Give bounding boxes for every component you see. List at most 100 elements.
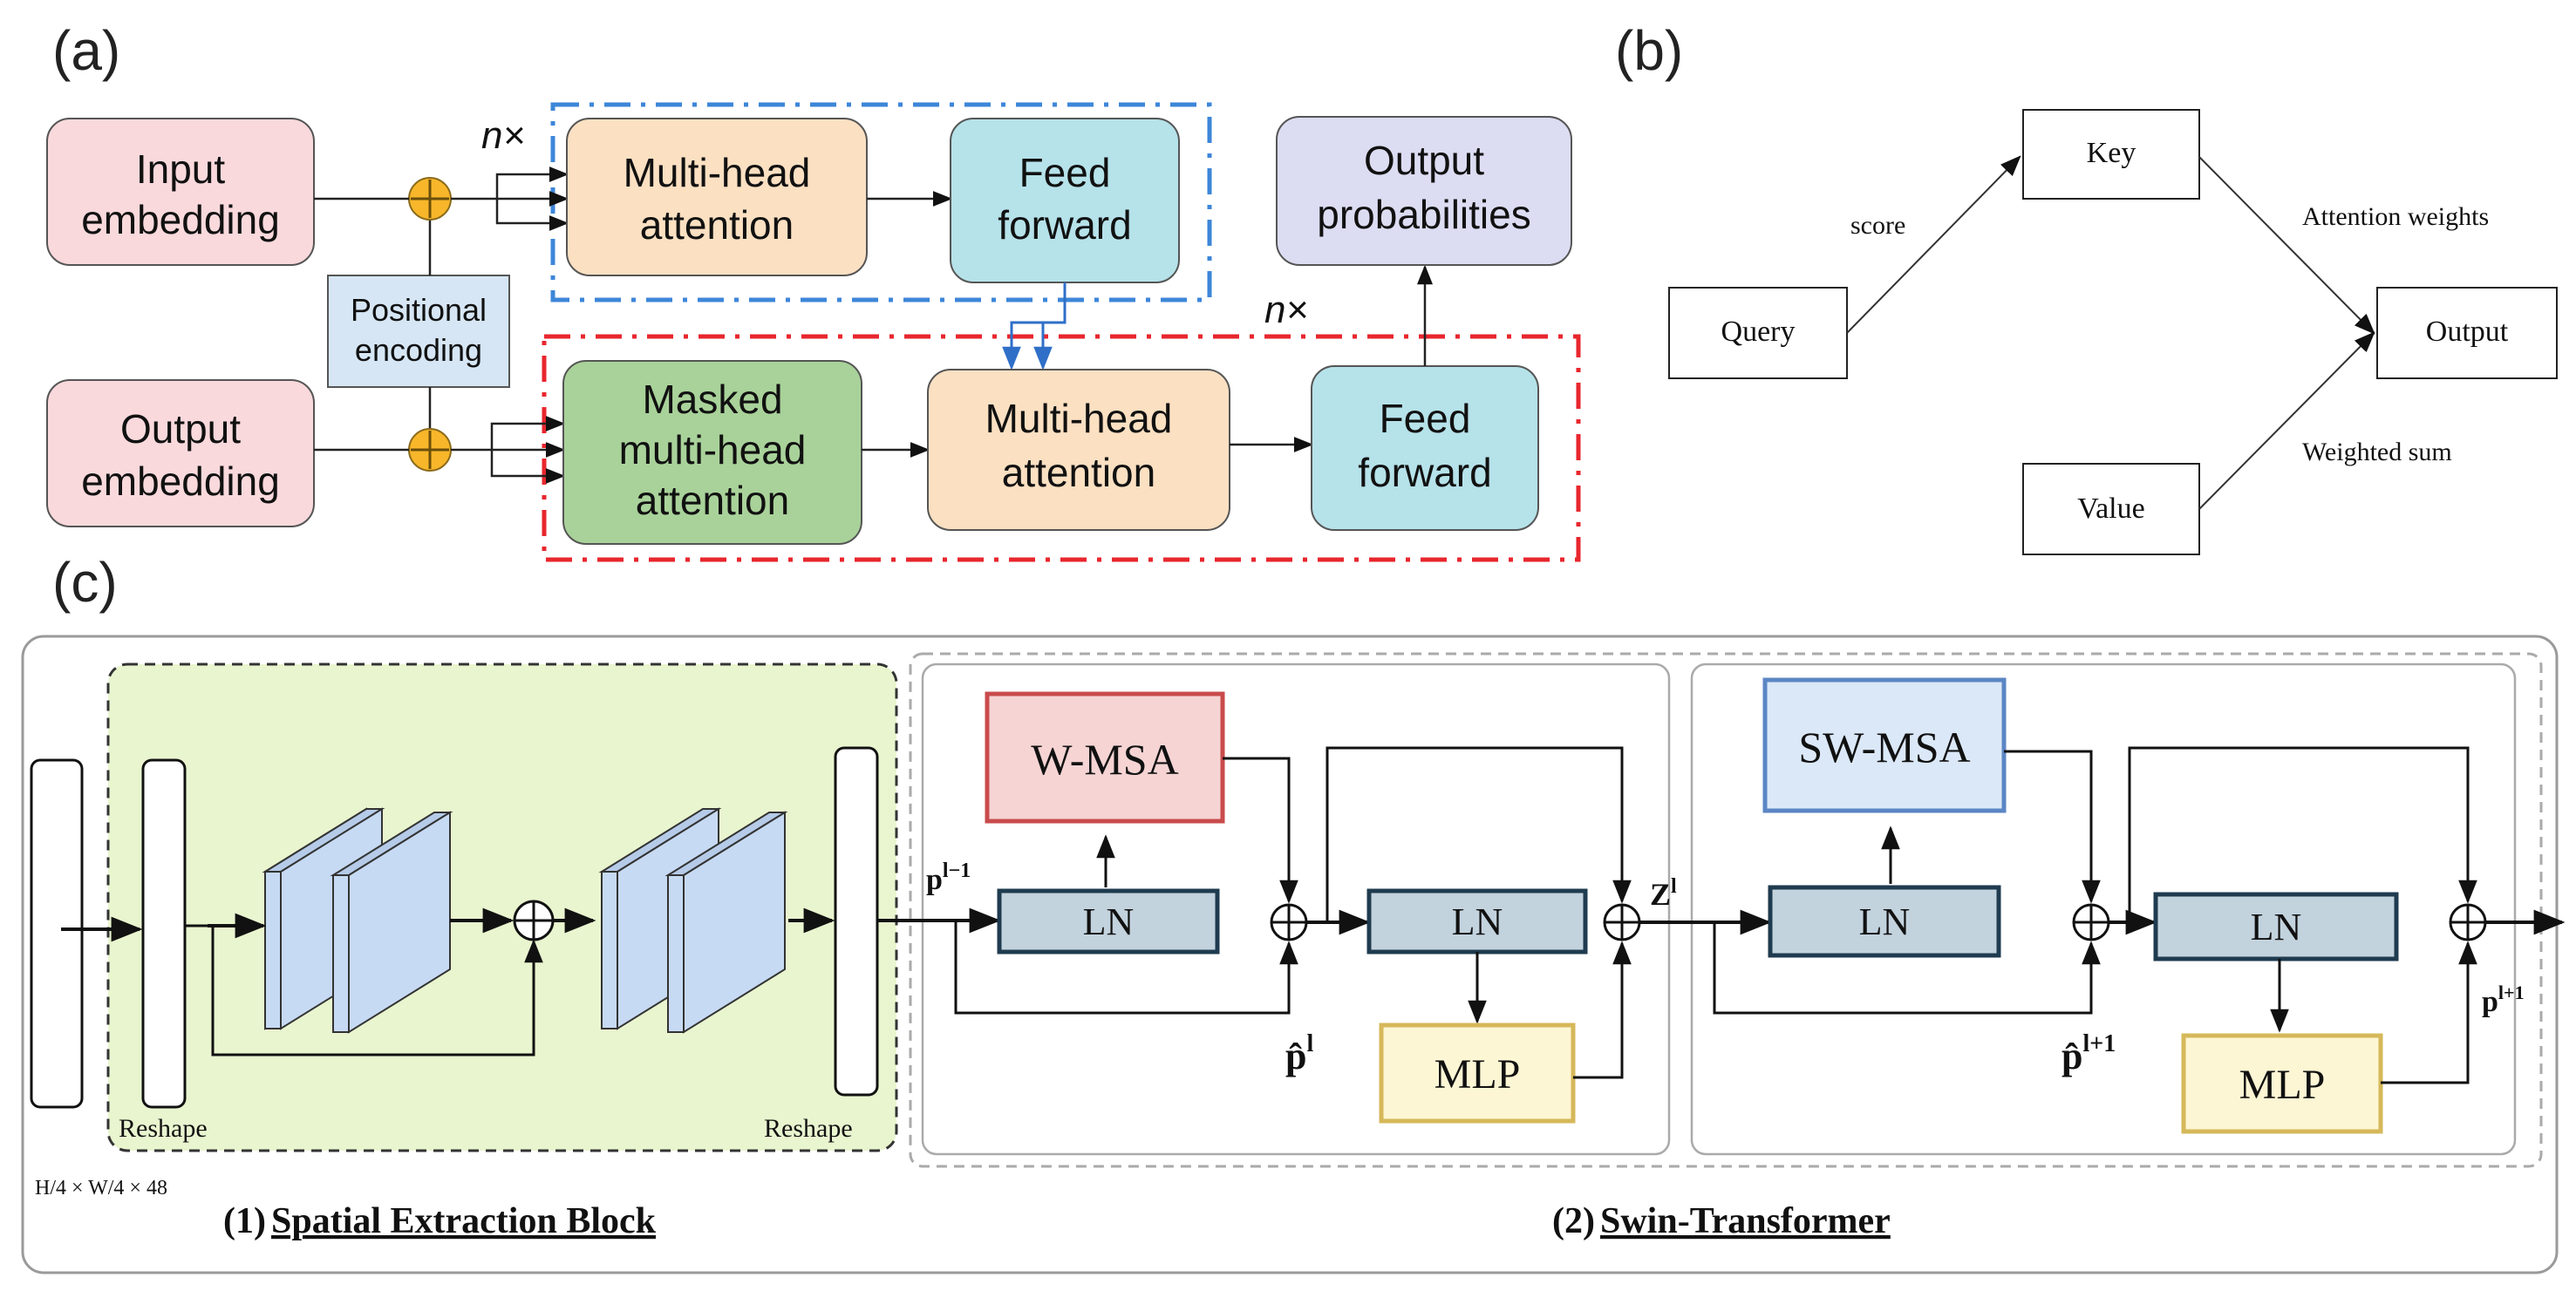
adder-top-icon	[408, 177, 452, 221]
caption-2-number: (2)	[1552, 1201, 1595, 1241]
mlp-label-1: MLP	[1435, 1051, 1521, 1097]
residual-adder-2-icon	[1603, 903, 1641, 941]
ln-box-1: LN	[997, 888, 1220, 955]
positional-encoding-line1: Positional	[351, 292, 487, 328]
output-box: Output	[2376, 287, 2558, 379]
panel-a-label: (a)	[52, 19, 120, 82]
adder-bottom-icon	[408, 428, 452, 472]
decoder-ff-line2: forward	[1358, 450, 1491, 495]
svg-text:(1)Spatial Extraction Block: (1)Spatial Extraction Block	[223, 1201, 657, 1241]
reshape-right-label: Reshape	[764, 1114, 853, 1143]
residual-adder-icon	[513, 900, 555, 941]
decoder-frame	[542, 334, 1581, 562]
key-box: Key	[2022, 109, 2200, 200]
svg-text:p̂l: p̂l	[1285, 1030, 1313, 1077]
decoder-ff-line1: Feed	[1380, 396, 1471, 441]
mlp-box-2: MLP	[2181, 1033, 2383, 1134]
encoder-repeat-label: n×	[481, 114, 525, 157]
svg-text:p̂l+1: p̂l+1	[2061, 1030, 2116, 1077]
ln-box-4: LN	[2153, 892, 2399, 961]
output-probabilities-line2: probabilities	[1317, 192, 1530, 237]
ln-label-3: LN	[1859, 900, 1911, 943]
masked-attention-box: Masked multi-head attention	[562, 360, 862, 545]
p-l1-sup: l+1	[2498, 982, 2525, 1003]
encoder-attention-line1: Multi-head	[624, 150, 811, 195]
conv-layer-2b	[664, 811, 788, 1034]
score-label: score	[1850, 211, 1905, 240]
w-msa-label: W-MSA	[1031, 735, 1178, 784]
input-embedding-box: Input embedding	[46, 118, 315, 266]
svg-text:Zl: Zl	[1650, 875, 1677, 912]
reshape-bar-right	[834, 746, 879, 1097]
p-hat-l-sup: l	[1306, 1030, 1313, 1057]
weighted-sum-label: Weighted sum	[2302, 438, 2452, 466]
encoder-ff-line2: forward	[998, 202, 1131, 248]
residual-adder-1-icon	[1270, 903, 1308, 941]
panel-b: (b) Query Key Value Output score Attenti…	[1615, 19, 2558, 555]
p-hat-l-label: p̂	[1285, 1035, 1306, 1077]
sw-msa-label: SW-MSA	[1798, 723, 1970, 771]
decoder-attention-line2: attention	[1002, 450, 1155, 495]
svg-text:pl−1: pl−1	[926, 860, 971, 896]
input-bar	[30, 758, 84, 1109]
p-l1-label: p	[2482, 986, 2498, 1018]
mlp-box-1: MLP	[1379, 1023, 1576, 1124]
panel-c-label: (c)	[52, 551, 118, 614]
value-to-output-arrow	[2198, 331, 2375, 510]
encoder-attention-line2: attention	[640, 202, 794, 248]
encoder-ff-line1: Feed	[1019, 150, 1111, 195]
p-hat-l1-label: p̂	[2061, 1035, 2082, 1077]
conv-layer-1b	[330, 811, 453, 1034]
caption-1-number: (1)	[223, 1201, 266, 1241]
caption-2-text: Swin-Transformer	[1600, 1201, 1891, 1241]
masked-attention-line2: multi-head	[619, 427, 807, 472]
query-to-key-arrow	[1846, 155, 2021, 334]
p-hat-l1-sup: l+1	[2082, 1030, 2116, 1057]
reshape-bar-left	[141, 758, 187, 1109]
svg-text:(2)Swin-Transformer: (2)Swin-Transformer	[1552, 1201, 1891, 1241]
query-box: Query	[1668, 287, 1848, 379]
key-label: Key	[2087, 137, 2136, 169]
decoder-ff-box: Feed forward	[1311, 365, 1539, 531]
svg-text:pl+1: pl+1	[2482, 982, 2525, 1018]
ln-label-2: LN	[1452, 900, 1503, 943]
encoder-ff-box: Feed forward	[950, 118, 1180, 283]
dims-label: H/4 × W/4 × 48	[35, 1177, 167, 1199]
p-l-minus-1-sup: l−1	[943, 860, 971, 882]
output-embedding-line1: Output	[120, 406, 241, 452]
panel-c: (c)	[21, 551, 2566, 1274]
decoder-repeat-label: n×	[1264, 289, 1308, 331]
output-embedding-box: Output embedding	[46, 379, 315, 527]
input-embedding-line1: Input	[136, 146, 226, 192]
residual-adder-3-icon	[2072, 903, 2110, 941]
sw-msa-box: SW-MSA	[1762, 677, 2007, 813]
ln-box-2: LN	[1366, 888, 1588, 955]
panel-a: (a) n× n× Input embedding Output embeddi…	[46, 19, 1581, 562]
mlp-label-2: MLP	[2239, 1062, 2326, 1108]
spatial-extraction-block	[106, 662, 898, 1152]
positional-encoding-line2: encoding	[355, 332, 482, 368]
attention-weights-label: Attention weights	[2302, 202, 2489, 231]
ln-box-3: LN	[1768, 885, 2001, 958]
value-label: Value	[2077, 493, 2144, 525]
ln-label-4: LN	[2251, 906, 2302, 948]
key-to-output-arrow	[2198, 156, 2375, 335]
encoder-attention-box: Multi-head attention	[566, 118, 868, 276]
input-embedding-line2: embedding	[81, 197, 280, 242]
positional-encoding-box: Positional encoding	[327, 275, 510, 388]
ln-label-1: LN	[1083, 900, 1135, 943]
masked-attention-line3: attention	[636, 478, 789, 523]
masked-attention-line1: Masked	[642, 377, 782, 422]
output-probabilities-box: Output probabilities	[1276, 116, 1572, 266]
reshape-left-label: Reshape	[119, 1114, 208, 1143]
query-label: Query	[1721, 316, 1796, 348]
z-l-label: Z	[1650, 877, 1671, 912]
z-l-sup: l	[1671, 875, 1677, 898]
panel-b-label: (b)	[1615, 19, 1683, 82]
residual-adder-4-icon	[2449, 903, 2487, 941]
output-embedding-line2: embedding	[81, 459, 280, 504]
decoder-attention-line1: Multi-head	[985, 396, 1173, 441]
decoder-attention-box: Multi-head attention	[927, 369, 1230, 531]
caption-1-text: Spatial Extraction Block	[271, 1201, 657, 1241]
